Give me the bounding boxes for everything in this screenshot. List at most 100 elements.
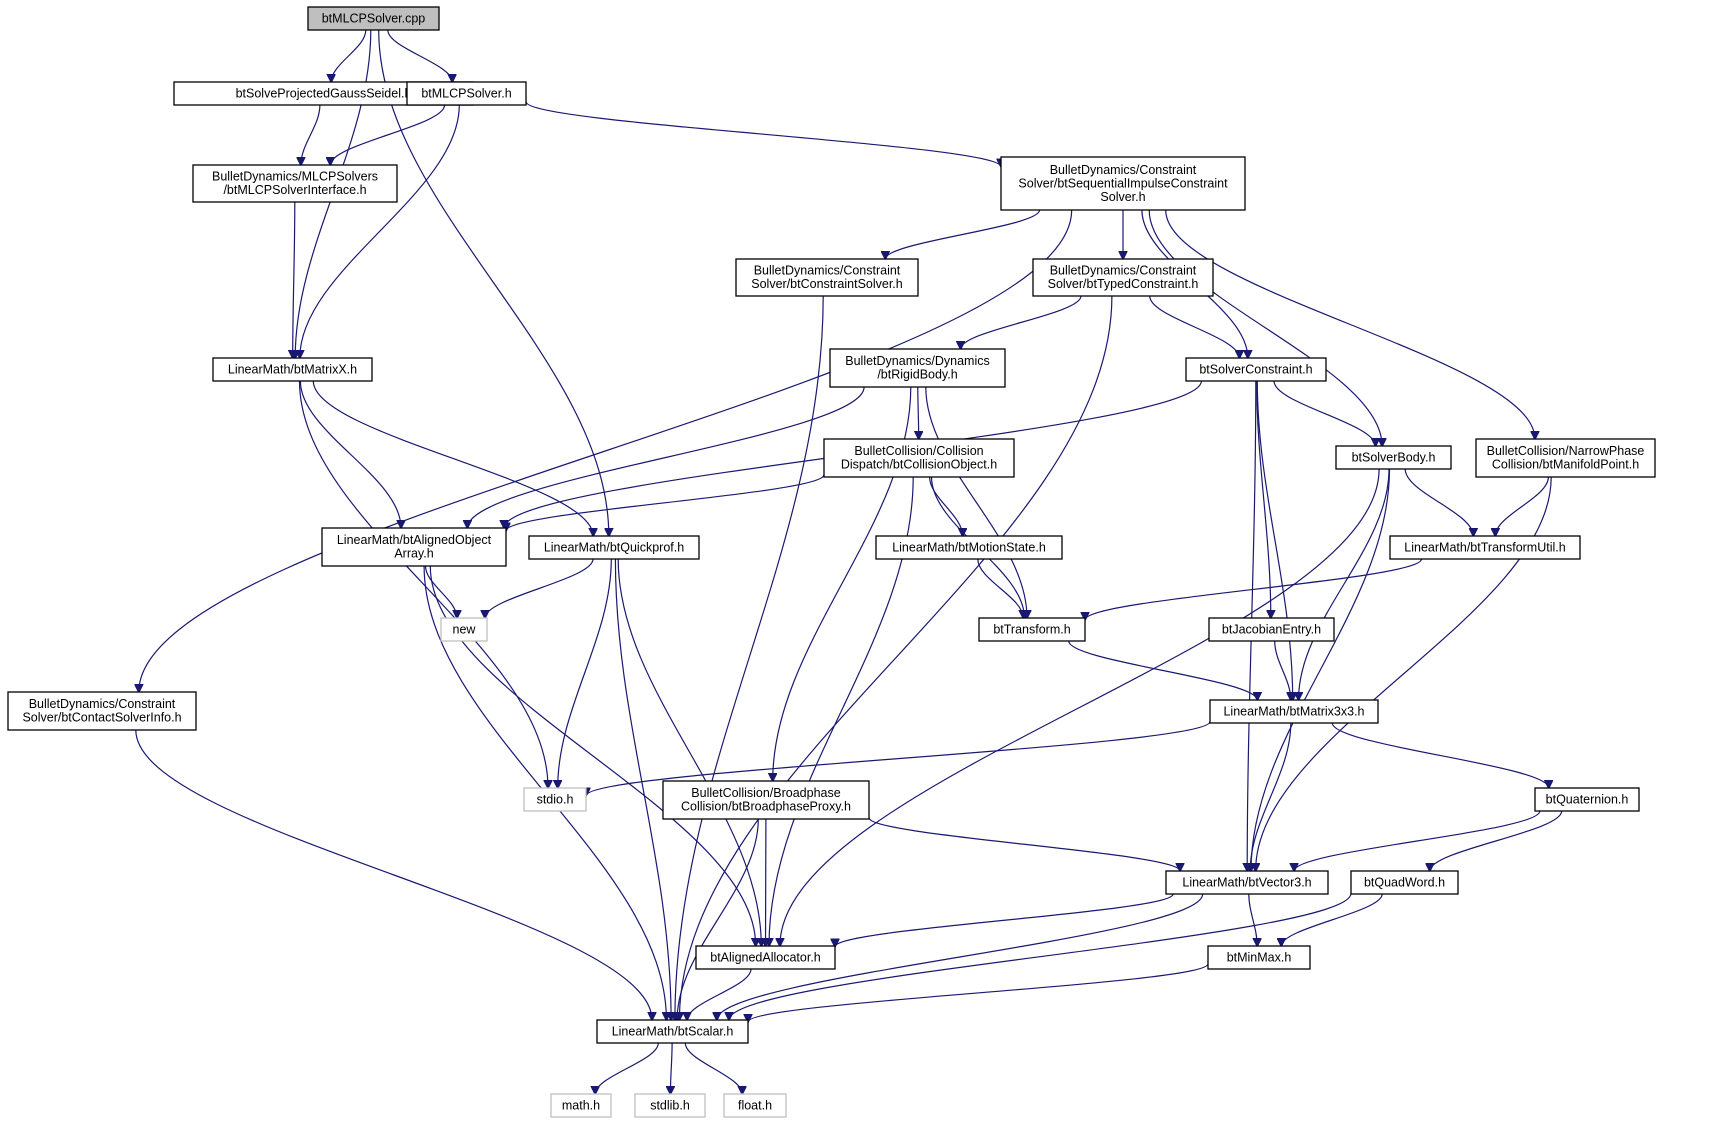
node-qp[interactable]: LinearMath/btQuickprof.h — [528, 535, 700, 560]
node-mp[interactable]: BulletCollision/NarrowPhaseCollision/btM… — [1475, 438, 1656, 478]
node-tr[interactable]: btTransform.h — [978, 617, 1086, 642]
edge-qp-to-new — [485, 558, 594, 618]
edge-rb-to-co — [918, 386, 919, 439]
edge-bp-to-v3 — [868, 817, 1180, 871]
node-mlcpif[interactable]: BulletDynamics/MLCPSolvers/btMLCPSolverI… — [192, 164, 398, 203]
node-label: BulletDynamics/Constraint — [754, 264, 901, 278]
node-label: Solver/btConstraintSolver.h — [751, 277, 903, 291]
node-label: LinearMath/btVector3.h — [1182, 875, 1311, 889]
edge-tc-to-scalar — [679, 295, 1113, 1020]
node-label: BulletDynamics/Constraint — [1050, 163, 1197, 177]
node-box — [1000, 156, 1246, 211]
edge-m33-to-quat — [1331, 722, 1548, 788]
node-bp[interactable]: BulletCollision/BroadphaseCollision/btBr… — [662, 780, 870, 820]
edge-seq-to-csi — [139, 209, 1073, 692]
node-root[interactable]: btMLCPSolver.cpp — [307, 6, 440, 31]
node-label: Solver/btContactSolverInfo.h — [22, 711, 181, 725]
edge-v3-to-scalar — [717, 893, 1204, 1020]
node-box — [1185, 357, 1327, 382]
node-label: stdio.h — [537, 792, 574, 806]
edge-matx-to-aoa — [299, 380, 401, 528]
node-box — [695, 945, 836, 970]
edge-mlcpif-to-matx — [293, 201, 295, 358]
node-label: Collision/btBroadphaseProxy.h — [681, 800, 851, 814]
node-box — [406, 81, 527, 106]
edge-gs-to-mlcpif — [301, 104, 321, 165]
node-aa[interactable]: btAlignedAllocator.h — [695, 945, 836, 970]
edge-tr-to-m33 — [1068, 640, 1258, 700]
node-rb[interactable]: BulletDynamics/Dynamics/btRigidBody.h — [829, 348, 1006, 388]
node-label: btSolverBody.h — [1352, 450, 1436, 464]
node-label: Dispatch/btCollisionObject.h — [841, 458, 997, 472]
node-label: LinearMath/btScalar.h — [612, 1024, 734, 1038]
node-label: BulletDynamics/MLCPSolvers — [212, 170, 378, 184]
edge-root-to-gs — [331, 29, 367, 82]
node-mm[interactable]: btMinMax.h — [1207, 945, 1311, 970]
edge-aa-to-scalar — [687, 968, 752, 1020]
node-qw[interactable]: btQuadWord.h — [1350, 870, 1459, 895]
node-box — [1389, 535, 1581, 560]
node-seq[interactable]: BulletDynamics/ConstraintSolver/btSequen… — [1000, 156, 1246, 211]
node-label: LinearMath/btMatrixX.h — [228, 362, 357, 376]
edge-tc-to-sc — [1149, 295, 1240, 358]
node-label: /btMLCPSolverInterface.h — [223, 183, 366, 197]
node-label: Solver.h — [1100, 190, 1145, 204]
node-csi[interactable]: BulletDynamics/ConstraintSolver/btContac… — [7, 691, 197, 731]
node-label: btTransform.h — [993, 622, 1070, 636]
node-box — [440, 617, 488, 642]
edge-rb-to-tr — [925, 386, 1027, 618]
edge-sc-to-m33 — [1256, 380, 1292, 700]
node-label: LinearMath/btMotionState.h — [892, 540, 1046, 554]
node-box — [978, 617, 1086, 642]
node-scalar[interactable]: LinearMath/btScalar.h — [596, 1019, 749, 1044]
node-label: btQuadWord.h — [1364, 875, 1445, 889]
node-m33[interactable]: LinearMath/btMatrix3x3.h — [1209, 699, 1379, 724]
node-label: Collision/btManifoldPoint.h — [1492, 458, 1639, 472]
node-quat[interactable]: btQuaternion.h — [1534, 787, 1640, 812]
edge-ms-to-tr — [977, 558, 1023, 618]
node-float: float.h — [723, 1093, 787, 1118]
node-v3[interactable]: LinearMath/btVector3.h — [1165, 870, 1329, 895]
node-box — [634, 1093, 706, 1118]
node-label: btQuaternion.h — [1546, 792, 1629, 806]
edge-m33-to-v3 — [1250, 722, 1292, 871]
node-sb[interactable]: btSolverBody.h — [1335, 445, 1452, 470]
edge-matx-to-qp — [312, 380, 593, 536]
node-box — [307, 6, 440, 31]
node-cs[interactable]: BulletDynamics/ConstraintSolver/btConstr… — [735, 258, 919, 297]
node-gs[interactable]: btSolveProjectedGaussSeidel.h — [173, 81, 474, 106]
node-label: btSolverConstraint.h — [1199, 362, 1312, 376]
node-box — [1335, 445, 1452, 470]
edge-v3-to-aa — [835, 893, 1174, 947]
node-label: Solver/btSequentialImpulseConstraint — [1018, 176, 1228, 190]
node-tc[interactable]: BulletDynamics/ConstraintSolver/btTypedC… — [1032, 258, 1214, 297]
node-stdio: stdio.h — [523, 787, 587, 812]
node-tu[interactable]: LinearMath/btTransformUtil.h — [1389, 535, 1581, 560]
node-sc[interactable]: btSolverConstraint.h — [1185, 357, 1327, 382]
node-label: btAlignedAllocator.h — [710, 950, 821, 964]
node-co[interactable]: BulletCollision/CollisionDispatch/btColl… — [823, 438, 1015, 478]
node-box — [1534, 787, 1640, 812]
node-label: Solver/btTypedConstraint.h — [1048, 277, 1199, 291]
node-box — [212, 357, 373, 382]
node-label: float.h — [738, 1098, 772, 1112]
edge-root-to-qp — [378, 29, 609, 536]
node-box — [723, 1093, 787, 1118]
node-mlcph[interactable]: btMLCPSolver.h — [406, 81, 527, 106]
node-box — [528, 535, 700, 560]
node-label: math.h — [562, 1098, 600, 1112]
edge-sb-to-m33 — [1299, 468, 1390, 700]
edge-qp-to-aa — [617, 558, 761, 946]
node-matx[interactable]: LinearMath/btMatrixX.h — [212, 357, 373, 382]
node-label: btJacobianEntry.h — [1222, 622, 1321, 636]
edge-co-to-aoa — [506, 474, 825, 531]
node-label: BulletCollision/Broadphase — [691, 786, 840, 800]
edge-cs-to-scalar — [675, 295, 824, 1020]
node-box — [523, 787, 587, 812]
node-box — [596, 1019, 749, 1044]
node-je[interactable]: btJacobianEntry.h — [1208, 617, 1335, 642]
node-box — [321, 527, 507, 567]
node-ms[interactable]: LinearMath/btMotionState.h — [875, 535, 1063, 560]
